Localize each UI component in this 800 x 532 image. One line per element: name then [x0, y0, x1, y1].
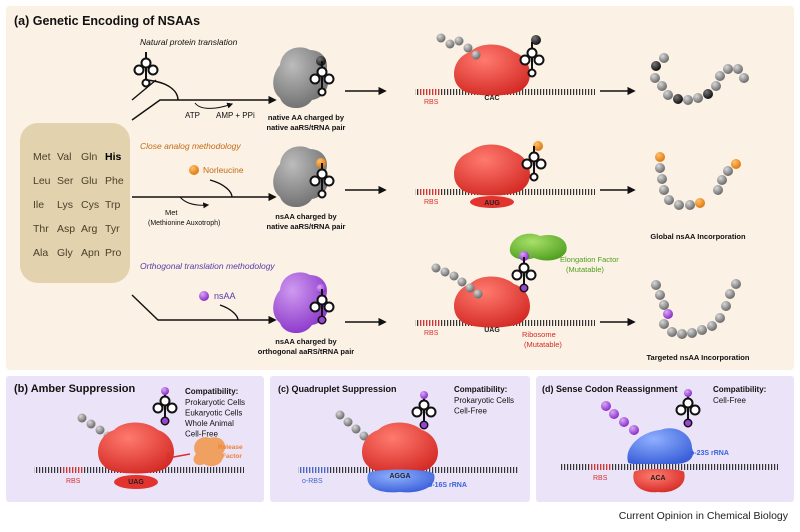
row2-translation: RBS AUG	[415, 141, 595, 208]
panel-d-diagram	[560, 389, 778, 493]
amino-acid-gly: Gly	[57, 247, 74, 259]
panel-c-rrna: o-16S rRNA	[428, 482, 467, 489]
row3-rbs: RBS	[424, 330, 439, 337]
row1-merge-arrow	[131, 79, 275, 121]
row2-protein	[655, 152, 741, 210]
panel-b-release-2: Factor	[222, 453, 242, 460]
amino-acid-met: Met	[33, 151, 51, 163]
row3-merge-arrow	[131, 294, 275, 320]
row1-synthetase	[273, 47, 335, 109]
row1-atp-arrow	[194, 102, 234, 109]
row3-ef-1: Elongation Factor	[560, 255, 619, 264]
amino-acid-thr: Thr	[33, 223, 49, 235]
panel-d-compat-title: Compatibility:	[713, 385, 766, 394]
panel-d-compat-list: Cell-Free	[713, 396, 746, 405]
row2-heading: Close analog methodology	[140, 141, 241, 151]
row1-caption-2: native aaRS/tRNA pair	[267, 123, 346, 132]
compat-item: Cell-Free	[713, 396, 746, 405]
row2-norleucine-ball	[189, 165, 199, 175]
row2-caption-2: native aaRS/tRNA pair	[267, 222, 346, 231]
row3-synthetase	[273, 272, 335, 334]
amino-acid-phe: Phe	[105, 175, 124, 187]
panel-b-title: (b) Amber Suppression	[14, 383, 135, 395]
row3-ribosome-2: (Mutatable)	[524, 340, 562, 349]
amino-acid-box	[20, 123, 130, 283]
amino-acid-apn: Apn	[81, 247, 100, 259]
panel-c-title: (c) Quadruplet Suppression	[278, 384, 397, 394]
row3-caption-2: orthogonal aaRS/tRNA pair	[258, 347, 354, 356]
row2-met-arrow	[179, 196, 210, 209]
amino-acid-gln: Gln	[81, 151, 98, 163]
row1-heading: Natural protein translation	[140, 37, 238, 47]
row3-nsaa-ball	[199, 291, 209, 301]
panel-a-title: (a) Genetic Encoding of NSAAs	[14, 14, 200, 28]
amino-acid-lys: Lys	[57, 199, 73, 211]
row1-atp-label: ATP	[185, 111, 200, 120]
amino-acid-his: His	[105, 151, 122, 163]
compat-item: Whole Animal	[185, 419, 234, 428]
row3-ribosome-1: Ribosome	[522, 330, 556, 339]
compat-item: Cell-Free	[454, 407, 487, 416]
row2-synthetase	[273, 146, 335, 208]
panel-b-rbs: RBS	[66, 478, 81, 485]
panel-b-compat-title: Compatibility:	[185, 387, 238, 396]
amino-acid-glu: Glu	[81, 175, 98, 187]
row3-outcome: Targeted nsAA Incorporation	[647, 353, 750, 362]
row2-outcome: Global nsAA Incorporation	[650, 232, 746, 241]
amino-acid-arg: Arg	[81, 223, 98, 235]
row2-codon: AUG	[484, 200, 500, 207]
amino-acid-trp: Trp	[105, 199, 121, 211]
panel-b-release-1: Release	[218, 444, 243, 451]
row3-translation: RBS UAG	[415, 233, 595, 337]
panel-c-compat-title: Compatibility:	[454, 385, 507, 394]
panel-a-background	[6, 6, 794, 370]
row3-nsaa-label: nsAA	[214, 291, 236, 301]
amino-acid-leu: Leu	[33, 175, 51, 187]
compat-item: Eukaryotic Cells	[185, 409, 242, 418]
compat-item: Prokaryotic Cells	[454, 396, 514, 405]
row2-merge-arrow	[132, 179, 275, 197]
panel-d-codon: ACA	[650, 475, 665, 482]
compat-item: Prokaryotic Cells	[185, 398, 245, 407]
amino-acid-asp: Asp	[57, 223, 75, 235]
amino-acid-val: Val	[57, 151, 71, 163]
amino-acid-tyr: Tyr	[105, 223, 120, 235]
row3-codon: UAG	[484, 327, 500, 334]
amino-acid-ser: Ser	[57, 175, 74, 187]
panel-c-rbs: o-RBS	[302, 478, 323, 485]
row1-codon: CAC	[484, 95, 499, 102]
panel-d-rbs: RBS	[593, 475, 608, 482]
panel-c-diagram	[298, 391, 518, 493]
amino-acid-ala: Ala	[33, 247, 48, 259]
amino-acid-ile: Ile	[33, 199, 44, 211]
row1-translation: RBS CAC	[415, 33, 595, 106]
row2-caption-1: nsAA charged by	[275, 212, 337, 221]
row2-norleucine-label: Norleucine	[203, 165, 244, 175]
panel-b-codon: UAG	[128, 479, 144, 486]
row1-caption-1: native AA charged by	[268, 113, 345, 122]
panel-c-codon: AGGA	[390, 473, 411, 480]
row2-auxotroph-label: (Methionine Auxotroph)	[148, 220, 220, 227]
panel-b-diagram	[34, 387, 244, 489]
row3-caption-1: nsAA charged by	[275, 337, 337, 346]
row3-heading: Orthogonal translation methodology	[140, 261, 275, 271]
journal-credit: Current Opinion in Chemical Biology	[618, 510, 788, 522]
amino-acid-cys: Cys	[81, 199, 99, 211]
row3-protein	[651, 279, 741, 339]
row1-protein	[650, 53, 749, 105]
row1-amp-label: AMP + PPi	[216, 111, 255, 120]
row2-rbs: RBS	[424, 199, 439, 206]
row2-met-label: Met	[165, 208, 178, 217]
panel-d-rrna: o-23S rRNA	[690, 450, 729, 457]
row3-ef-2: (Mutatable)	[566, 265, 604, 274]
panel-d-title: (d) Sense Codon Reassignment	[542, 384, 678, 394]
row1-rbs: RBS	[424, 99, 439, 106]
amino-acid-pro: Pro	[105, 247, 122, 259]
compat-item: Cell-Free	[185, 430, 218, 439]
